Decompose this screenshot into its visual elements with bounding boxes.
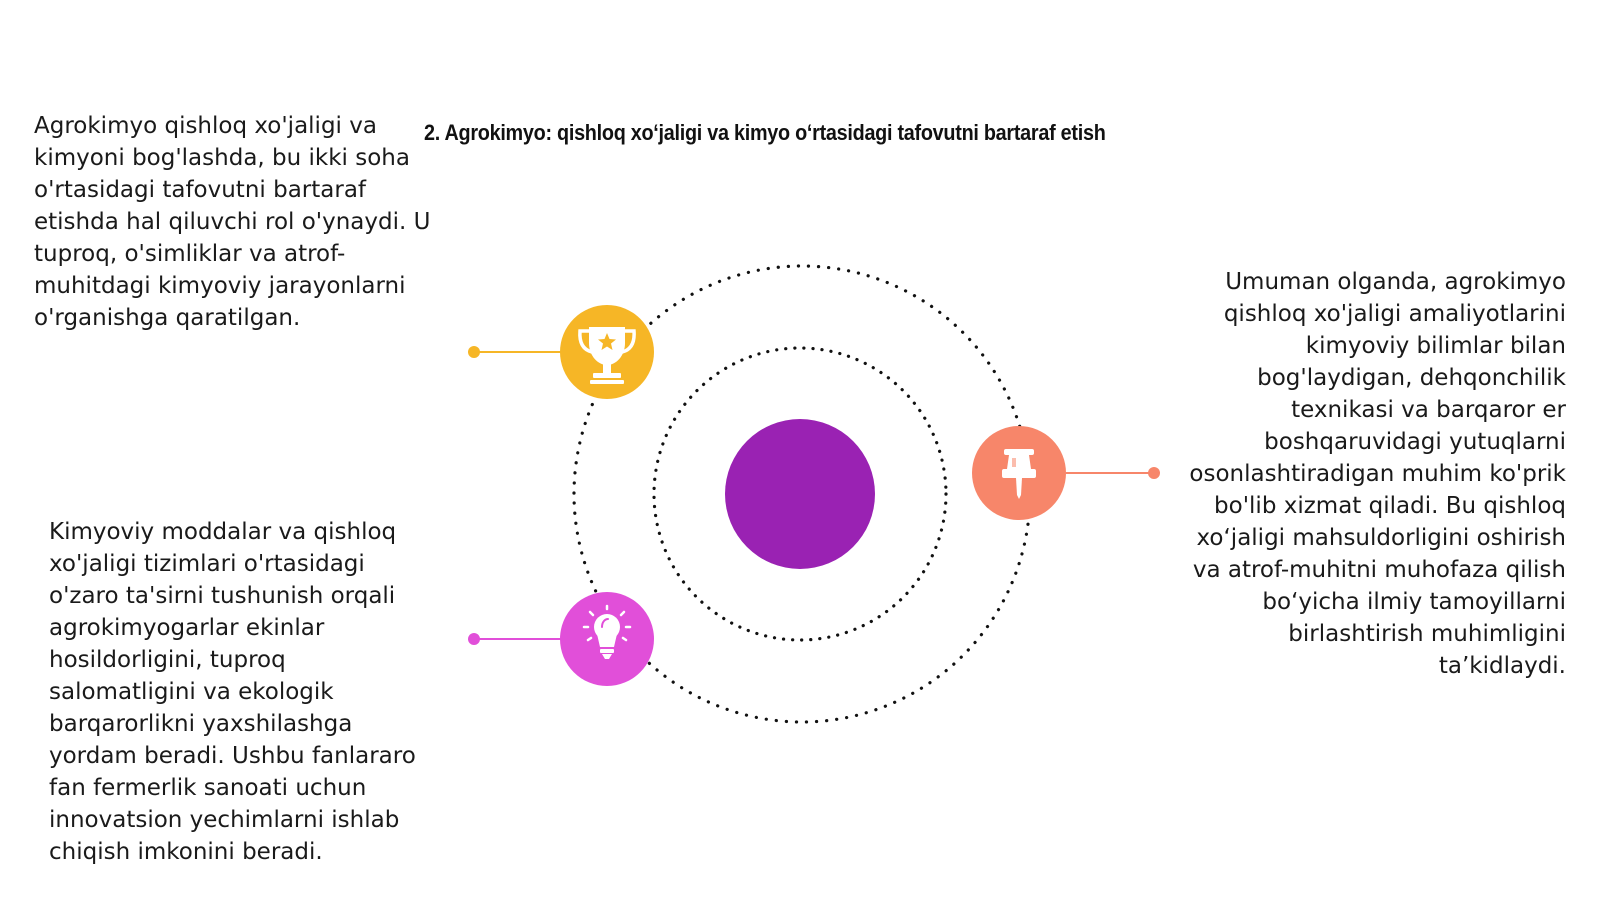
connector-pin <box>1066 467 1160 479</box>
node-pin <box>972 426 1066 520</box>
center-circle <box>725 419 875 569</box>
node-lightbulb <box>560 592 654 686</box>
pushpin-icon <box>1002 449 1036 499</box>
connector-lightbulb <box>468 633 562 645</box>
node-trophy <box>560 305 654 399</box>
page-title: 2. Agrokimyo: qishloq xo‘jaligi va kimyo… <box>424 120 1106 145</box>
lightbulb-icon <box>582 604 632 659</box>
text-block-top-left: Agrokimyo qishloq xo'jaligi va kimyoni b… <box>34 113 431 331</box>
text-block-bottom-left: Kimyoviy moddalar va qishloq xo'jaligi t… <box>49 519 416 865</box>
connector-trophy <box>468 346 562 358</box>
text-block-right: Umuman olganda, agrokimyo qishloq xo'jal… <box>1189 269 1566 679</box>
inner-orbit <box>652 346 948 642</box>
trophy-icon <box>578 327 636 384</box>
